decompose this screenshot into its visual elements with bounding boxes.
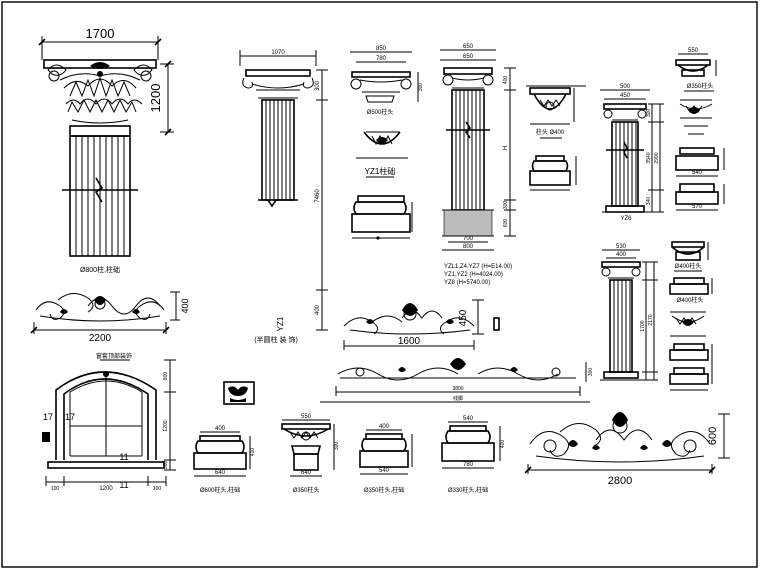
yz1-label: YZ1 xyxy=(276,316,285,331)
yzl-note-3: YZ8 (H=5740.00) xyxy=(444,280,490,286)
base-detail-1: 400 410 640 Ø600柱头,柱础 xyxy=(193,426,256,494)
yzl-note-2: YZ1,YZ2 (H=4024.00) xyxy=(444,272,503,278)
yz6-h3-dim: 340 xyxy=(646,197,652,206)
column-2: 530 400 1700 2170 xyxy=(600,244,658,381)
base2-h-dim: 300 xyxy=(334,442,340,451)
col2-note-b: Ø400柱头 xyxy=(677,296,704,304)
yz1-note: (半圆柱 装 饰) xyxy=(254,335,298,344)
ionic-capital-detail: 850 780 300 Ø500柱头 YZ1柱础 xyxy=(350,46,424,240)
yzl-h2-dim: H xyxy=(503,146,509,150)
ornament-frieze-3: 3800 线脚 300 xyxy=(320,358,594,403)
ornament-scroll-2: 450 1600 xyxy=(343,299,500,350)
ornament-swatch xyxy=(223,381,255,405)
col2-note: Ø400柱头 xyxy=(675,262,702,270)
yz6-column: 500 450 YZ6 300 3540 2990 34 xyxy=(600,84,664,222)
col2-h1-dim: 1700 xyxy=(640,320,646,331)
yzl-h1-dim: 400 xyxy=(503,76,509,85)
base3-top-dim: 400 xyxy=(379,424,390,430)
corinthian-note: Ø800柱,柱础 xyxy=(80,265,120,274)
arched-window: 窗套顶部装饰 17 17 11 11 1200 100 100 800 1200… xyxy=(42,352,176,492)
ornament1-width-dim: 2200 xyxy=(89,333,112,344)
base4-h-dim: 400 xyxy=(500,440,506,449)
ornament-scroll-4: 2800 600 xyxy=(524,412,730,487)
yz6-h4-dim: 2990 xyxy=(654,152,660,163)
yz1-detail-label: YZ1柱础 xyxy=(365,166,396,176)
base2-bottom-dim: 640 xyxy=(301,470,312,476)
ornament3-width-dim: 3800 xyxy=(452,386,463,392)
ionic-h-dim: 300 xyxy=(418,83,424,92)
base2-top-dim: 550 xyxy=(301,414,312,420)
right-cap-note-top: Ø350柱头 xyxy=(687,82,714,90)
yz6-h1-dim: 300 xyxy=(646,109,652,118)
ornament-scroll-1: 2200 400 xyxy=(30,291,190,344)
yz6-label: YZ6 xyxy=(620,216,632,222)
base4-bottom-dim: 780 xyxy=(463,462,474,468)
ornament3-label: 线脚 xyxy=(453,395,463,402)
window-side-a: 100 xyxy=(51,486,60,492)
yz1-d1-dim: 300 xyxy=(315,80,321,91)
ornament1-height-dim: 400 xyxy=(180,298,190,313)
window-h1-dim: 1200 xyxy=(163,420,169,431)
yzl-note-1: YZL1,Z4,YZ7 (H=E14.00) xyxy=(444,264,512,270)
window-h2-dim: 300 xyxy=(163,461,169,470)
base4-top-dim: 540 xyxy=(463,416,474,422)
yzl-h3-dim: 600 xyxy=(503,219,509,228)
small-capital-detail: 柱头 Ø400 xyxy=(526,85,586,191)
yz6-w1-dim: 500 xyxy=(620,84,631,90)
ionic-w1-dim: 850 xyxy=(376,46,387,52)
window-17a: 17 xyxy=(43,412,53,422)
yzl-w1-dim: 650 xyxy=(463,44,474,50)
right-cap-w1-dim: 550 xyxy=(688,48,699,54)
window-11a: 11 xyxy=(119,452,128,462)
right-lower-stack: Ø400柱头 Ø400柱头 xyxy=(669,241,713,391)
col2-w1-dim: 530 xyxy=(616,244,627,250)
yz6-h2-dim: 3540 xyxy=(646,152,652,163)
ionic-w2-dim: 780 xyxy=(376,56,387,62)
base1-bottom-dim: 640 xyxy=(215,470,226,476)
right-base-w2-dim: 570 xyxy=(692,204,703,210)
yz6-w2-dim: 450 xyxy=(620,93,631,99)
base1-top-dim: 400 xyxy=(215,426,226,432)
yzl-base-w1-dim: 700 xyxy=(463,236,474,242)
ornament3-height-dim: 300 xyxy=(588,368,594,377)
yzl-base-w2-dim: 800 xyxy=(463,244,474,250)
base3-bottom-dim: 540 xyxy=(379,468,390,474)
yzl-h4-dim: 300 xyxy=(503,201,509,210)
base-detail-3: 400 540 Ø350柱头,柱础 xyxy=(359,424,413,494)
window-11b: 11 xyxy=(119,480,128,490)
yz1-height-dim: 7460 xyxy=(315,189,321,203)
base1-h-dim: 410 xyxy=(250,448,256,457)
corinthian-width-dim: 1700 xyxy=(86,26,115,41)
ornament2-width-dim: 1600 xyxy=(398,336,421,347)
base4-note: Ø330柱头,柱础 xyxy=(448,486,488,494)
window-17b: 17 xyxy=(65,412,75,422)
yzl-w2-dim: 650 xyxy=(463,54,474,60)
corinthian-column: 1700 1200 xyxy=(38,26,174,274)
window-side-b: 100 xyxy=(153,486,162,492)
base3-note: Ø350柱头,柱础 xyxy=(364,486,404,494)
col2-w2-dim: 400 xyxy=(616,252,627,258)
ornament4-height-dim: 600 xyxy=(707,427,719,445)
base-detail-4: 540 400 780 Ø330柱头,柱础 xyxy=(441,416,506,494)
yz1-bottom-dim: 400 xyxy=(315,304,321,315)
col2-h2-dim: 2170 xyxy=(648,314,654,325)
base-detail-2: 550 300 640 Ø350柱头 xyxy=(281,414,340,494)
yz1-column: 1070 300 7460 400 YZ1 (半圆柱 装 xyxy=(239,50,328,344)
window-width-dim: 1200 xyxy=(99,486,113,492)
yzl-column: 650 650 400 H xyxy=(440,44,516,286)
right-base-w-dim: 540 xyxy=(692,170,703,176)
right-capital-stack: 550 Ø350柱头 540 570 xyxy=(675,48,725,211)
ornament4-width-dim: 2800 xyxy=(608,475,632,487)
corinthian-cap-height-dim: 1200 xyxy=(148,84,163,113)
ornament2-height-dim: 450 xyxy=(458,309,469,326)
window-h3-dim: 800 xyxy=(163,372,169,381)
window-label: 窗套顶部装饰 xyxy=(96,352,132,360)
base2-note: Ø350柱头 xyxy=(293,486,320,494)
yz1-top-dim: 1070 xyxy=(271,50,285,56)
ionic-cap-note: Ø500柱头 xyxy=(367,108,394,116)
base1-note: Ø600柱头,柱础 xyxy=(200,486,240,494)
small-cap-note: 柱头 Ø400 xyxy=(536,128,565,136)
